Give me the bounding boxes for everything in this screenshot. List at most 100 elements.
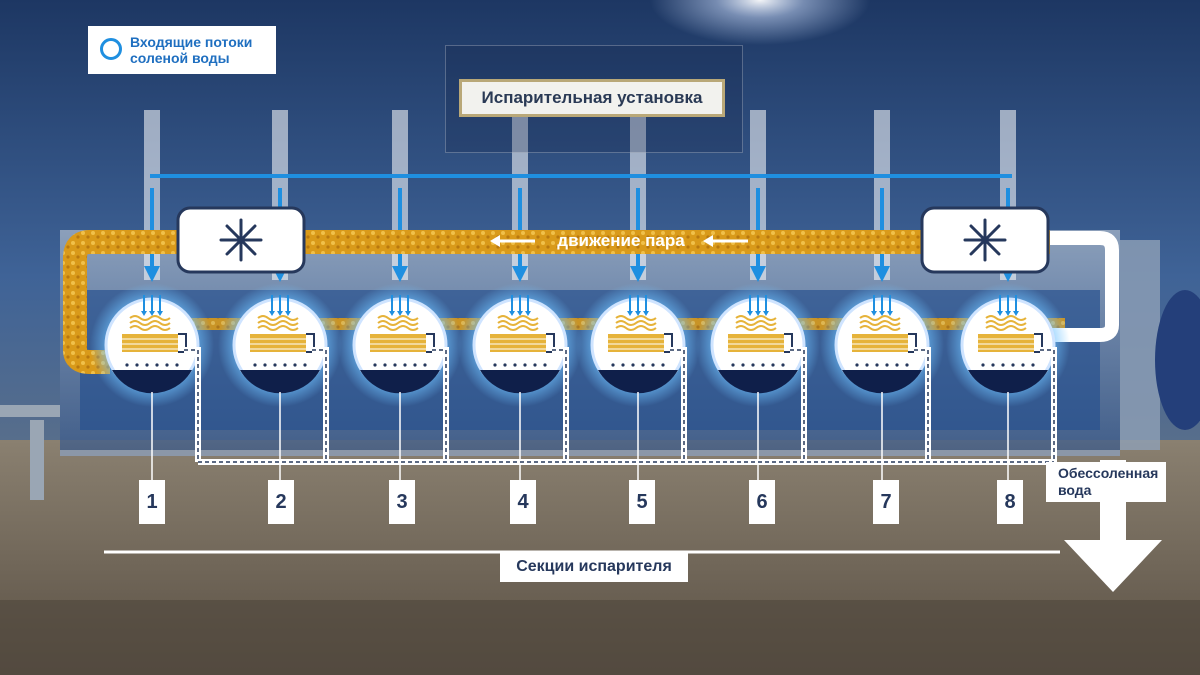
- distillate-outlet-dash: [790, 349, 805, 462]
- distillate-line: [184, 347, 1057, 465]
- drop-dot: [533, 363, 537, 367]
- evaporator-section: [946, 283, 1070, 480]
- tube-header: [784, 333, 793, 353]
- section-number-3: 3: [389, 480, 415, 524]
- drop-dot: [543, 363, 547, 367]
- brine-arrow-icon: [144, 266, 160, 282]
- brine-arrow-icon: [392, 266, 408, 282]
- distillate-outlet-dash: [1040, 349, 1055, 462]
- spray-arrow-icon: [1013, 311, 1019, 316]
- distillate-outlet-dash: [552, 349, 567, 462]
- drop-dot: [155, 363, 159, 367]
- vapor-wave: [735, 325, 777, 331]
- spray-arrow-icon: [277, 311, 283, 316]
- drop-dot: [651, 363, 655, 367]
- spray-arrow-icon: [269, 311, 275, 316]
- drop-dot: [905, 363, 909, 367]
- drop-dot: [1031, 363, 1035, 367]
- vapor-wave: [377, 325, 419, 331]
- drop-dot: [631, 363, 635, 367]
- vapor-wave: [859, 325, 901, 331]
- drop-dot: [661, 363, 665, 367]
- section-number-2: 2: [268, 480, 294, 524]
- vapor-wave: [129, 315, 171, 321]
- vessel-water: [240, 370, 320, 394]
- vapor-wave: [859, 320, 901, 326]
- drop-dot: [145, 363, 149, 367]
- condenser-left: [176, 206, 306, 274]
- page-title: Испарительная установка: [481, 88, 703, 107]
- drop-dot: [855, 363, 859, 367]
- evaporator-section: [218, 283, 342, 480]
- vapor-wave: [615, 320, 657, 326]
- snowflake-icon: [963, 218, 1007, 262]
- desalinated-water-label: Обессоленная вода: [1046, 462, 1166, 502]
- output-arrow-icon: [1064, 460, 1162, 592]
- spray-arrow-icon: [879, 311, 885, 316]
- vapor-wave: [985, 325, 1027, 331]
- section-number-5: 5: [629, 480, 655, 524]
- drop-dot: [413, 363, 417, 367]
- light-glow: [650, 0, 870, 45]
- distillate-outlet-dash: [914, 349, 929, 462]
- drop-dot: [1021, 363, 1025, 367]
- drop-dot: [523, 363, 527, 367]
- drop-dot: [781, 363, 785, 367]
- vessel-water: [112, 370, 192, 394]
- vessel-water: [968, 370, 1048, 394]
- spray-arrow-icon: [389, 311, 395, 316]
- drop-dot: [293, 363, 297, 367]
- vapor-wave: [735, 320, 777, 326]
- evaporator-section: [90, 283, 214, 480]
- drop-dot: [1011, 363, 1015, 367]
- drop-dot: [741, 363, 745, 367]
- vapor-wave: [129, 325, 171, 331]
- tube-header: [306, 333, 315, 353]
- spray-arrow-icon: [871, 311, 877, 316]
- brine-arrow-icon: [512, 266, 528, 282]
- spray-arrow-icon: [763, 311, 769, 316]
- spray-arrow-icon: [627, 311, 633, 316]
- drop-dot: [1001, 363, 1005, 367]
- drop-dot: [393, 363, 397, 367]
- spray-arrow-icon: [525, 311, 531, 316]
- legend: Входящие потоки соленой воды: [88, 26, 276, 74]
- drop-dot: [273, 363, 277, 367]
- section-number-7: 7: [873, 480, 899, 524]
- evaporator-section: [458, 283, 582, 480]
- drop-dot: [611, 363, 615, 367]
- sections-label: Секции испарителя: [500, 552, 688, 582]
- section-number-4: 4: [510, 480, 536, 524]
- vessel-water: [360, 370, 440, 394]
- distillate-outlet-dash: [312, 349, 327, 462]
- vessel-water: [718, 370, 798, 394]
- ground-shadow: [0, 600, 1200, 675]
- drop-dot: [731, 363, 735, 367]
- vapor-wave: [735, 315, 777, 321]
- drop-dot: [135, 363, 139, 367]
- spray-arrow-icon: [149, 311, 155, 316]
- spray-arrow-icon: [643, 311, 649, 316]
- evaporator-vessels: [90, 283, 1070, 480]
- drop-dot: [875, 363, 879, 367]
- drop-dot: [423, 363, 427, 367]
- drop-dot: [885, 363, 889, 367]
- distillate-outlet-dash: [184, 349, 199, 462]
- spray-arrow-icon: [1005, 311, 1011, 316]
- drop-dot: [895, 363, 899, 367]
- drop-dot: [761, 363, 765, 367]
- vapor-wave: [615, 325, 657, 331]
- drop-dot: [493, 363, 497, 367]
- drop-dot: [373, 363, 377, 367]
- vapor-wave: [377, 320, 419, 326]
- spray-arrow-icon: [517, 311, 523, 316]
- evaporator-section: [820, 283, 944, 480]
- vapor-return-pipe: [1050, 231, 1119, 342]
- vapor-wave: [497, 325, 539, 331]
- brine-arrow-icon: [874, 266, 890, 282]
- spray-arrow-icon: [285, 311, 291, 316]
- vapor-wave: [257, 325, 299, 331]
- drop-dot: [165, 363, 169, 367]
